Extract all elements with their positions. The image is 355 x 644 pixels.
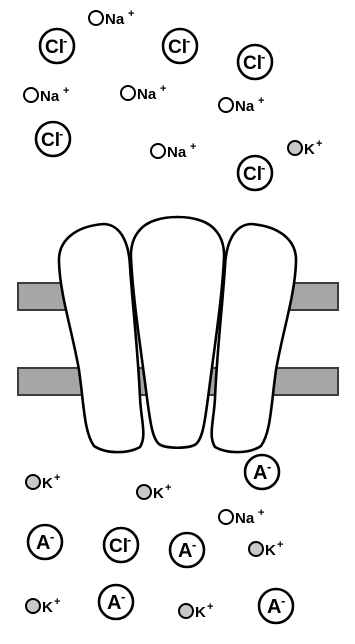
sodium-ion-symbol: Na [40,88,60,105]
potassium-ion-charge: + [165,482,171,494]
anion-charge: - [267,459,271,474]
anion: A- [259,589,293,623]
potassium-ion-symbol: K [42,599,53,616]
anion-symbol: A [267,596,281,618]
sodium-ion-circle [24,88,38,102]
sodium-ion-symbol: Na [137,86,157,103]
potassium-ion: K+ [249,539,283,559]
anion-symbol: A [107,592,121,614]
potassium-ion-circle [288,141,302,155]
anion: A- [28,525,62,559]
sodium-ion-charge: + [128,8,134,20]
sodium-ion-symbol: Na [167,144,187,161]
sodium-ion-circle [121,86,135,100]
sodium-ion-charge: + [160,83,166,95]
channel-center-subunit [131,217,224,448]
sodium-ion-charge: + [258,507,264,519]
sodium-ion-symbol: Na [235,510,255,527]
chloride-ion-charge: - [63,33,67,48]
potassium-ion-circle [137,485,151,499]
anion-symbol: A [253,462,267,484]
potassium-ion-symbol: K [153,485,164,502]
potassium-ion: K+ [26,472,60,492]
potassium-ion: K+ [179,601,213,621]
anion-charge: - [121,589,125,604]
potassium-ion-charge: + [207,601,213,613]
potassium-ion-symbol: K [265,542,276,559]
chloride-ion: Cl- [238,156,272,190]
anion: A- [245,455,279,489]
sodium-ion-charge: + [258,95,264,107]
chloride-ion-charge: - [186,33,190,48]
potassium-ion-charge: + [54,596,60,608]
potassium-ion: K+ [288,138,322,158]
sodium-ion: Na+ [219,95,264,115]
sodium-ion-symbol: Na [105,11,125,28]
chloride-ion: Cl- [104,528,138,562]
sodium-ion: Na+ [24,85,69,105]
chloride-ion-symbol: Cl [168,37,187,58]
potassium-ion-charge: + [277,539,283,551]
sodium-ion: Na+ [121,83,166,103]
chloride-ion-symbol: Cl [45,37,64,58]
chloride-ion-symbol: Cl [41,130,60,151]
potassium-ion-circle [179,604,193,618]
ion-channel-protein [59,217,296,452]
chloride-ion: Cl- [40,29,74,63]
sodium-ion-charge: + [63,85,69,97]
sodium-ion: Na+ [151,141,196,161]
sodium-ion: Na+ [89,8,134,28]
sodium-ion-circle [89,11,103,25]
anion: A- [99,585,133,619]
anion-charge: - [281,593,285,608]
anion: A- [170,533,204,567]
anion-charge: - [50,529,54,544]
potassium-ion: K+ [26,596,60,616]
chloride-ion: Cl- [238,45,272,79]
sodium-ion: Na+ [219,507,264,527]
sodium-ion-charge: + [190,141,196,153]
chloride-ion-symbol: Cl [243,53,262,74]
anion-symbol: A [36,532,50,554]
potassium-ion-symbol: K [42,475,53,492]
sodium-ion-circle [151,144,165,158]
chloride-ion-symbol: Cl [109,536,128,557]
potassium-ion-circle [26,475,40,489]
sodium-ion-symbol: Na [235,98,255,115]
anion-symbol: A [178,540,192,562]
chloride-ion-symbol: Cl [243,164,262,185]
chloride-ion-charge: - [261,49,265,64]
chloride-ion-charge: - [261,160,265,175]
potassium-ion-symbol: K [304,141,315,158]
chloride-ion-charge: - [127,532,131,547]
potassium-ion-symbol: K [195,604,206,621]
potassium-ion: K+ [137,482,171,502]
anion-charge: - [192,537,196,552]
potassium-ion-charge: + [316,138,322,150]
chloride-ion: Cl- [36,122,70,156]
potassium-ion-charge: + [54,472,60,484]
sodium-ion-circle [219,510,233,524]
sodium-ion-circle [219,98,233,112]
chloride-ion: Cl- [163,29,197,63]
potassium-ion-circle [26,599,40,613]
potassium-ion-circle [249,542,263,556]
chloride-ion-charge: - [59,126,63,141]
